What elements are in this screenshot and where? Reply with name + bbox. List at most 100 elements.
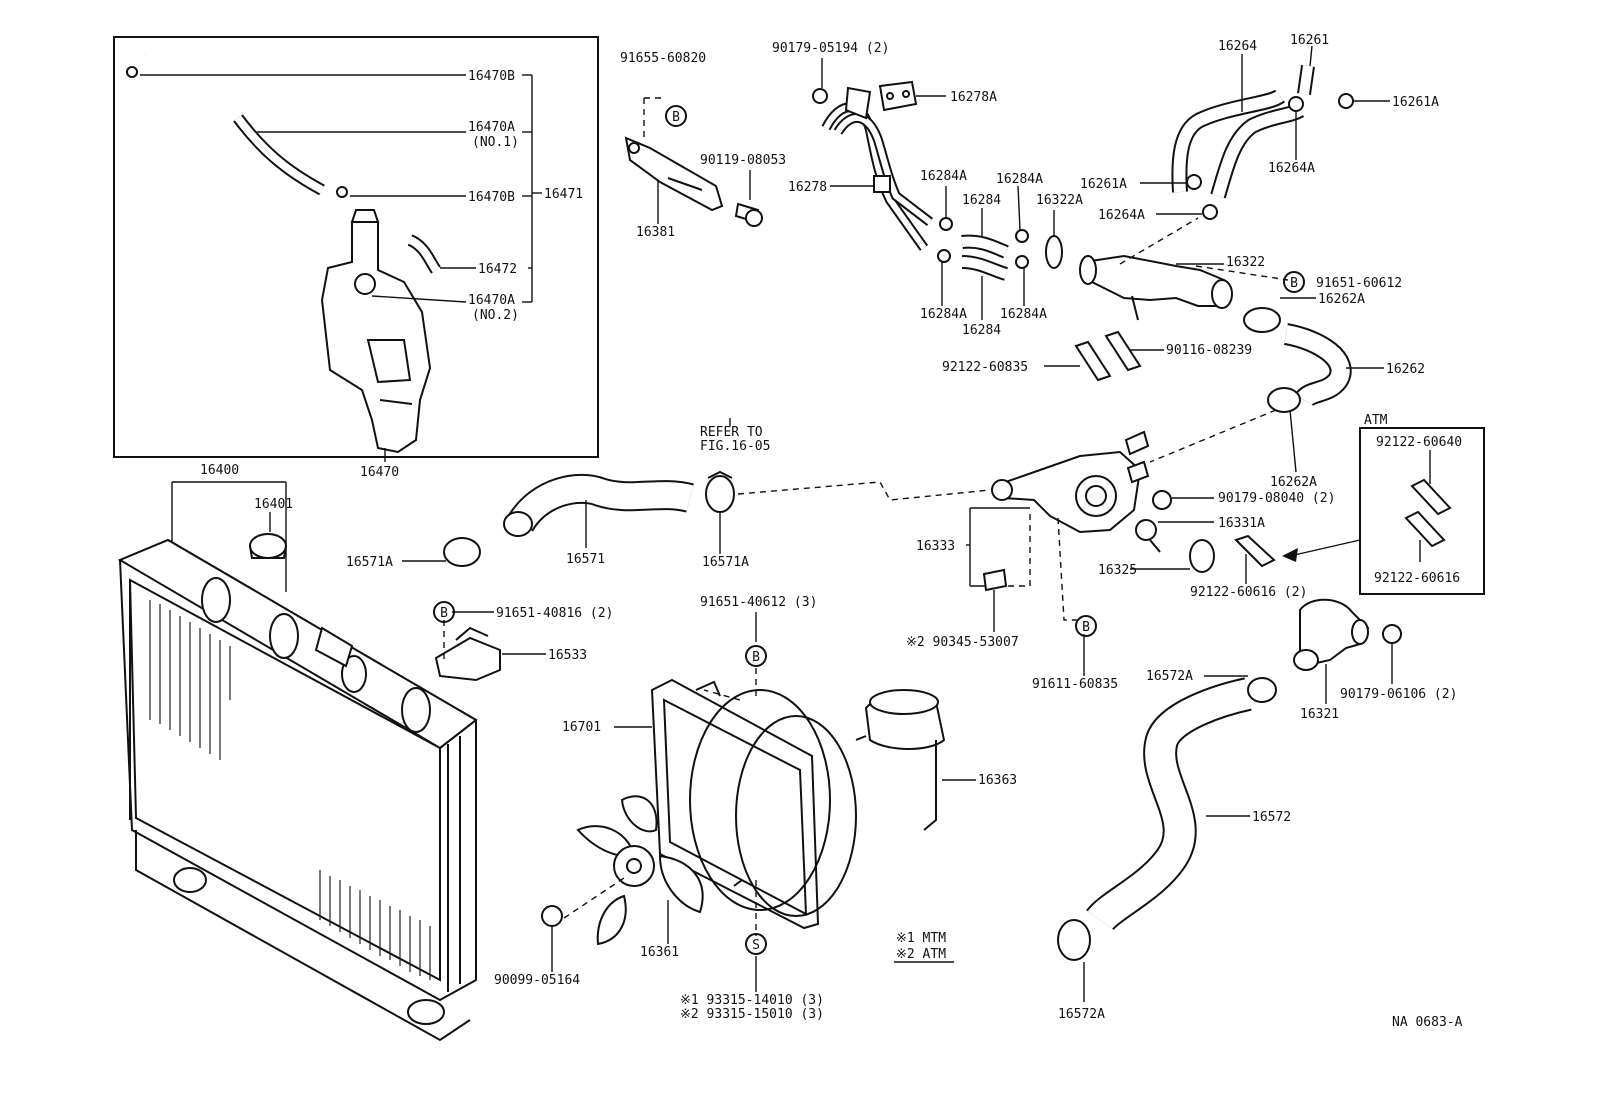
label-16533: 16533	[548, 648, 587, 663]
radiator-core-hatch	[149, 600, 431, 980]
label-16322: 16322	[1226, 255, 1265, 270]
gasket-16322A	[1045, 235, 1063, 269]
label-16470: 16470	[360, 465, 399, 480]
label-16264: 16264	[1218, 39, 1257, 54]
label-refer-to-2: FIG.16-05	[700, 439, 770, 454]
label-16321: 16321	[1300, 707, 1339, 722]
atm-arrowhead	[1282, 548, 1298, 562]
reservoir-leaders	[140, 74, 542, 462]
water-inlet-housing	[991, 430, 1150, 534]
label-91651-40816: 91651-40816 (2)	[496, 606, 613, 621]
stud-92122-60616-icon	[1234, 534, 1276, 568]
leader-16262A-bottom	[1289, 409, 1297, 473]
water-inlet-16321	[1293, 598, 1370, 671]
bypass-pipe-16278	[821, 86, 934, 251]
clamps-16261A-16264A-icon	[1186, 93, 1354, 220]
label-90099-05164: 90099-05164	[494, 973, 580, 988]
marker-b-91655: B	[665, 105, 687, 127]
marker-s-93315: S	[745, 933, 767, 955]
label-16361: 16361	[640, 945, 679, 960]
leaders-16264	[1140, 45, 1390, 215]
label-93315-14010: ※1 93315-14010 (3)	[680, 993, 824, 1008]
hose-clip-top-icon	[126, 66, 138, 78]
part-labels: 16470B 16470A (NO.1) 16470B 16471 16472 …	[200, 33, 1463, 1030]
thermostat-16331A-icon	[1135, 519, 1161, 553]
label-16278A: 16278A	[950, 90, 997, 105]
nut-90179-08040-icon	[1152, 490, 1172, 510]
label-92122-60835: 92122-60835	[942, 360, 1028, 375]
label-16470B-top: 16470B	[468, 69, 515, 84]
label-90179-05194: 90179-05194 (2)	[772, 41, 889, 56]
reservoir-inset-frame	[113, 36, 599, 458]
marker-b-91651-40816: B	[433, 601, 455, 623]
upper-hose-16571	[503, 473, 694, 537]
radiator-cap-16401	[249, 533, 287, 559]
label-16284-top: 16284	[962, 193, 1001, 208]
clamp-16571A-right-icon	[705, 470, 735, 513]
label-92122-60640: 92122-60640	[1376, 435, 1462, 450]
label-16381: 16381	[636, 225, 675, 240]
label-16262A-bottom: 16262A	[1270, 475, 1317, 490]
nut-90179-05194-icon	[812, 88, 828, 104]
leaders-16400	[171, 481, 287, 592]
marker-b-label: B	[1290, 276, 1298, 291]
drive-belt	[617, 244, 781, 423]
nut-90099-05164-icon	[541, 905, 563, 927]
label-92122-60616: 92122-60616 (2)	[1190, 585, 1307, 600]
dash-16262A	[1149, 409, 1277, 463]
bracket-16381	[624, 136, 724, 212]
label-16470A-no1: 16470A	[468, 120, 515, 135]
label-16261: 16261	[1290, 33, 1329, 48]
atm-box	[1359, 427, 1485, 595]
marker-b-91611: B	[1075, 615, 1097, 637]
dash-upper-hose	[737, 481, 991, 501]
reservoir-hose-lower	[233, 114, 325, 196]
reservoir-hose-upper	[142, 44, 235, 107]
label-16401: 16401	[254, 497, 293, 512]
lower-hose-16572	[1086, 677, 1252, 932]
label-16572A-bottom: 16572A	[1058, 1007, 1105, 1022]
label-92122-60616-box: 92122-60616	[1374, 571, 1460, 586]
marker-b-91651-40612: B	[745, 645, 767, 667]
label-16572A-top: 16572A	[1146, 669, 1193, 684]
label-16333: 16333	[916, 539, 955, 554]
label-16284A-b: 16284A	[996, 172, 1043, 187]
label-16363: 16363	[978, 773, 1017, 788]
hose-clip-mid-icon	[336, 186, 348, 198]
atm-arrow	[1289, 539, 1361, 557]
atm-studs-icon	[1404, 478, 1452, 548]
label-16262: 16262	[1386, 362, 1425, 377]
hose-16262	[1283, 323, 1352, 408]
label-16331A: 16331A	[1218, 516, 1265, 531]
bracket-16533	[434, 626, 501, 682]
label-16278: 16278	[788, 180, 827, 195]
hose-16264	[1171, 89, 1305, 199]
label-16322A: 16322A	[1036, 193, 1083, 208]
hose-16284-top	[961, 234, 1009, 259]
label-16284A-c: 16284A	[920, 307, 967, 322]
label-91611-60835: 91611-60835	[1032, 677, 1118, 692]
clamp-16572A-bottom-icon	[1057, 919, 1091, 961]
label-atm-title: ATM	[1364, 413, 1388, 428]
label-refer-to-1: REFER TO	[700, 425, 763, 440]
label-16470A-no2-note: (NO.2)	[472, 308, 519, 323]
dash-16264A	[1119, 217, 1199, 265]
nut-90179-06106-icon	[1382, 624, 1402, 644]
label-16571A-left: 16571A	[346, 555, 393, 570]
dash-16333	[1008, 514, 1031, 587]
label-90179-06106: 90179-06106 (2)	[1340, 687, 1457, 702]
label-90116-08239: 90116-08239	[1166, 343, 1252, 358]
hose-16284-bottom	[961, 255, 1009, 281]
label-91655-60820: 91655-60820	[620, 51, 706, 66]
label-16470B-mid: 16470B	[468, 190, 515, 205]
sensor-90345-icon	[982, 568, 1008, 592]
label-16472: 16472	[478, 262, 517, 277]
dash-91651-60612	[1195, 265, 1289, 281]
label-90345-53007: ※2 90345-53007	[906, 635, 1019, 650]
label-16264A-right: 16264A	[1268, 161, 1315, 176]
dash-90099	[563, 877, 625, 919]
dash-91655	[643, 97, 664, 138]
label-90179-08040: 90179-08040 (2)	[1218, 491, 1335, 506]
overflow-hose-16472	[407, 234, 441, 274]
label-16701: 16701	[562, 720, 601, 735]
